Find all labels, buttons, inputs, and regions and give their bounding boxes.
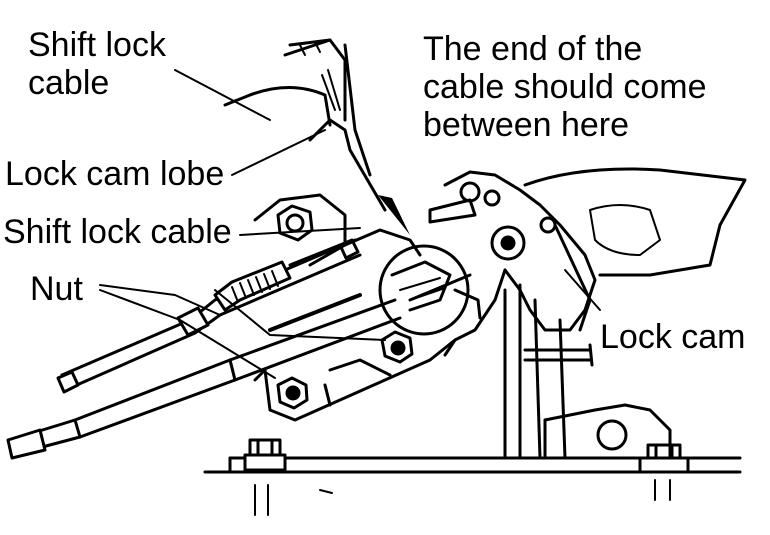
lower-bracket [543,403,672,460]
label-line: Shift lock [28,26,166,64]
support-post [503,283,594,460]
label-end-of-cable-note: The end of the cable should come between… [423,30,707,144]
detail-circle [378,244,482,336]
adjust-nut-top [276,204,314,242]
nut-lower [276,376,309,410]
lower-rod [6,293,402,460]
label-line: The end of the [423,30,643,68]
label-line: between here [423,106,630,144]
shift-lock-cable [56,238,362,394]
label-line: cable should come [423,68,707,106]
label-lock-cam-lobe: Lock cam lobe [5,155,225,193]
leader-lines [99,69,601,494]
base-bolt-right [638,443,690,474]
label-lock-cam: Lock cam [600,318,746,356]
base-bolt-left [243,438,287,472]
label-line: cable [28,64,110,102]
cable-end-pointer [378,195,410,235]
nut-upper [380,330,414,364]
shift-lever-upper [223,38,387,212]
label-shift-lock-cable-mid: Shift lock cable [3,213,232,251]
label-shift-lock-cable-top: Shift lock cable [28,26,166,102]
label-nut: Nut [30,270,83,308]
